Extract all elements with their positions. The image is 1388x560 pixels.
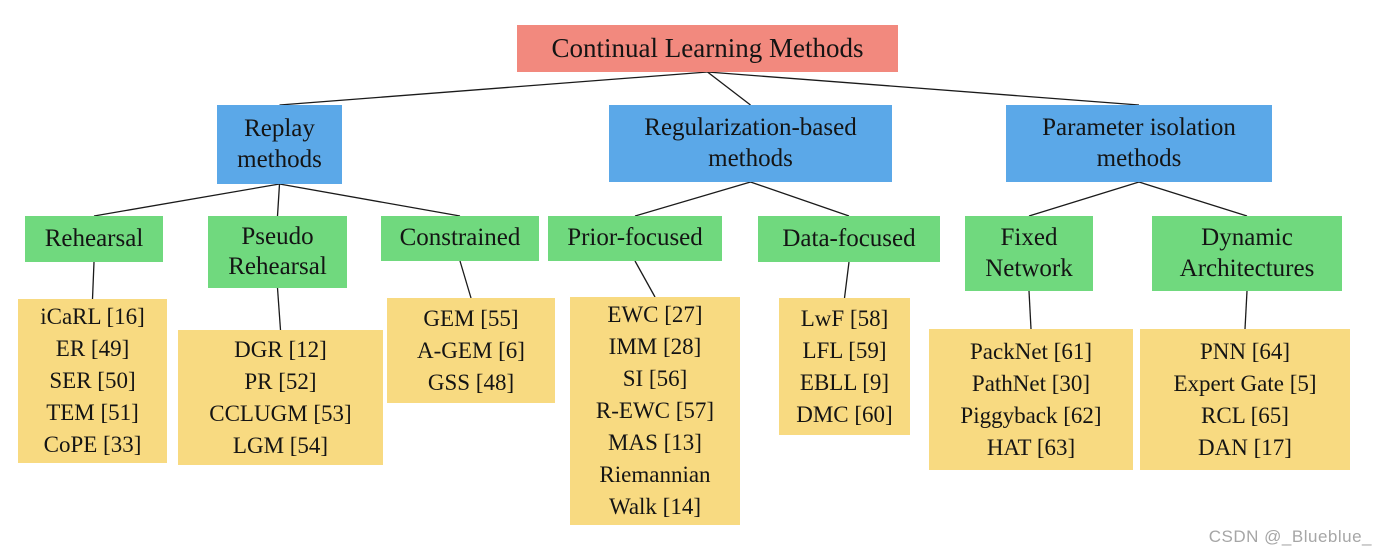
category-node-replay-methods: Replay methods xyxy=(217,105,342,184)
node-label: Rehearsal xyxy=(44,224,144,252)
method-entry: A-GEM [6] xyxy=(417,337,525,363)
node-label: Replay methods xyxy=(237,115,322,173)
method-entry: EBLL [9] xyxy=(799,369,890,395)
category-node-regularization-based-methods: Regularization-based methods xyxy=(609,105,892,182)
method-entry: HAT [63] xyxy=(986,434,1076,460)
method-entry: ER [49] xyxy=(55,336,130,361)
method-entry: DAN [17] xyxy=(1198,434,1292,460)
watermark-text: CSDN @_Blueblue_ xyxy=(1208,527,1372,546)
node-label: Pseudo Rehearsal xyxy=(228,222,327,281)
leaf-node-pseudo-rehearsal-methods: DGR [12] PR [52] CCLUGM [53] LGM [54] xyxy=(178,330,383,465)
subcategory-node-data-focused: Data-focused xyxy=(758,216,940,262)
method-entry: iCaRL [16] xyxy=(40,304,145,329)
node-label: Data-focused xyxy=(782,224,916,252)
method-entry: PR [52] xyxy=(244,368,317,394)
method-entry: GSS [48] xyxy=(427,369,515,395)
subcategory-node-prior-focused: Prior-focused xyxy=(548,216,722,261)
node-label: Regularization-based methods xyxy=(644,114,857,172)
node-label: Constrained xyxy=(399,224,521,252)
method-entry: R-EWC [57] xyxy=(595,398,715,423)
method-entry: LFL [59] xyxy=(802,337,887,363)
method-entry: GEM [55] xyxy=(423,305,519,331)
method-entry: PNN [64] xyxy=(1199,338,1291,364)
method-entry: SER [50] xyxy=(49,368,136,393)
method-entry: TEM [51] xyxy=(46,400,139,425)
method-entry: MAS [13] xyxy=(608,430,702,455)
leaf-node-data-focused-methods: LwF [58] LFL [59] EBLL [9] DMC [60] xyxy=(779,298,910,435)
node-label: Continual Learning Methods xyxy=(551,33,864,64)
node-label: Parameter isolation methods xyxy=(1042,114,1236,172)
method-entry: CoPE [33] xyxy=(43,432,142,457)
method-entry: EWC [27] xyxy=(607,302,703,327)
method-entry: IMM [28] xyxy=(608,334,702,359)
subcategory-node-dynamic-architectures: Dynamic Architectures xyxy=(1152,216,1342,291)
method-entry: Riemannian Walk [14] xyxy=(599,462,711,519)
node-label: Fixed Network xyxy=(985,224,1073,282)
method-entry: CCLUGM [53] xyxy=(209,400,352,426)
leaf-node-constrained-methods: GEM [55] A-GEM [6] GSS [48] xyxy=(387,298,555,403)
root-node-continual-learning-methods: Continual Learning Methods xyxy=(517,25,898,72)
method-entry: DMC [60] xyxy=(796,401,893,427)
method-entry: LGM [54] xyxy=(232,432,329,458)
category-node-parameter-isolation-methods: Parameter isolation methods xyxy=(1006,105,1272,182)
method-entry: DGR [12] xyxy=(234,336,327,362)
subcategory-node-pseudo-rehearsal: Pseudo Rehearsal xyxy=(208,216,347,288)
node-label: Prior-focused xyxy=(567,224,703,252)
leaf-node-dynamic-architectures-methods: PNN [64] Expert Gate [5] RCL [65] DAN [1… xyxy=(1140,329,1350,470)
subcategory-node-fixed-network: Fixed Network xyxy=(965,216,1093,291)
leaf-node-rehearsal-methods: iCaRL [16] ER [49] SER [50] TEM [51] CoP… xyxy=(18,299,167,463)
method-entry: LwF [58] xyxy=(800,305,889,331)
method-entry: PackNet [61] xyxy=(970,338,1092,364)
node-label: Dynamic Architectures xyxy=(1179,224,1315,282)
method-entry: Expert Gate [5] xyxy=(1173,370,1317,396)
method-entry: RCL [65] xyxy=(1201,402,1289,428)
leaf-node-fixed-network-methods: PackNet [61] PathNet [30] Piggyback [62]… xyxy=(929,329,1133,470)
method-entry: PathNet [30] xyxy=(971,370,1091,396)
leaf-node-prior-focused-methods: EWC [27] IMM [28] SI [56] R-EWC [57] MAS… xyxy=(570,297,740,525)
subcategory-node-constrained: Constrained xyxy=(381,216,539,261)
method-entry: Piggyback [62] xyxy=(960,402,1102,428)
subcategory-node-rehearsal: Rehearsal xyxy=(25,216,163,262)
method-entry: SI [56] xyxy=(622,366,688,391)
